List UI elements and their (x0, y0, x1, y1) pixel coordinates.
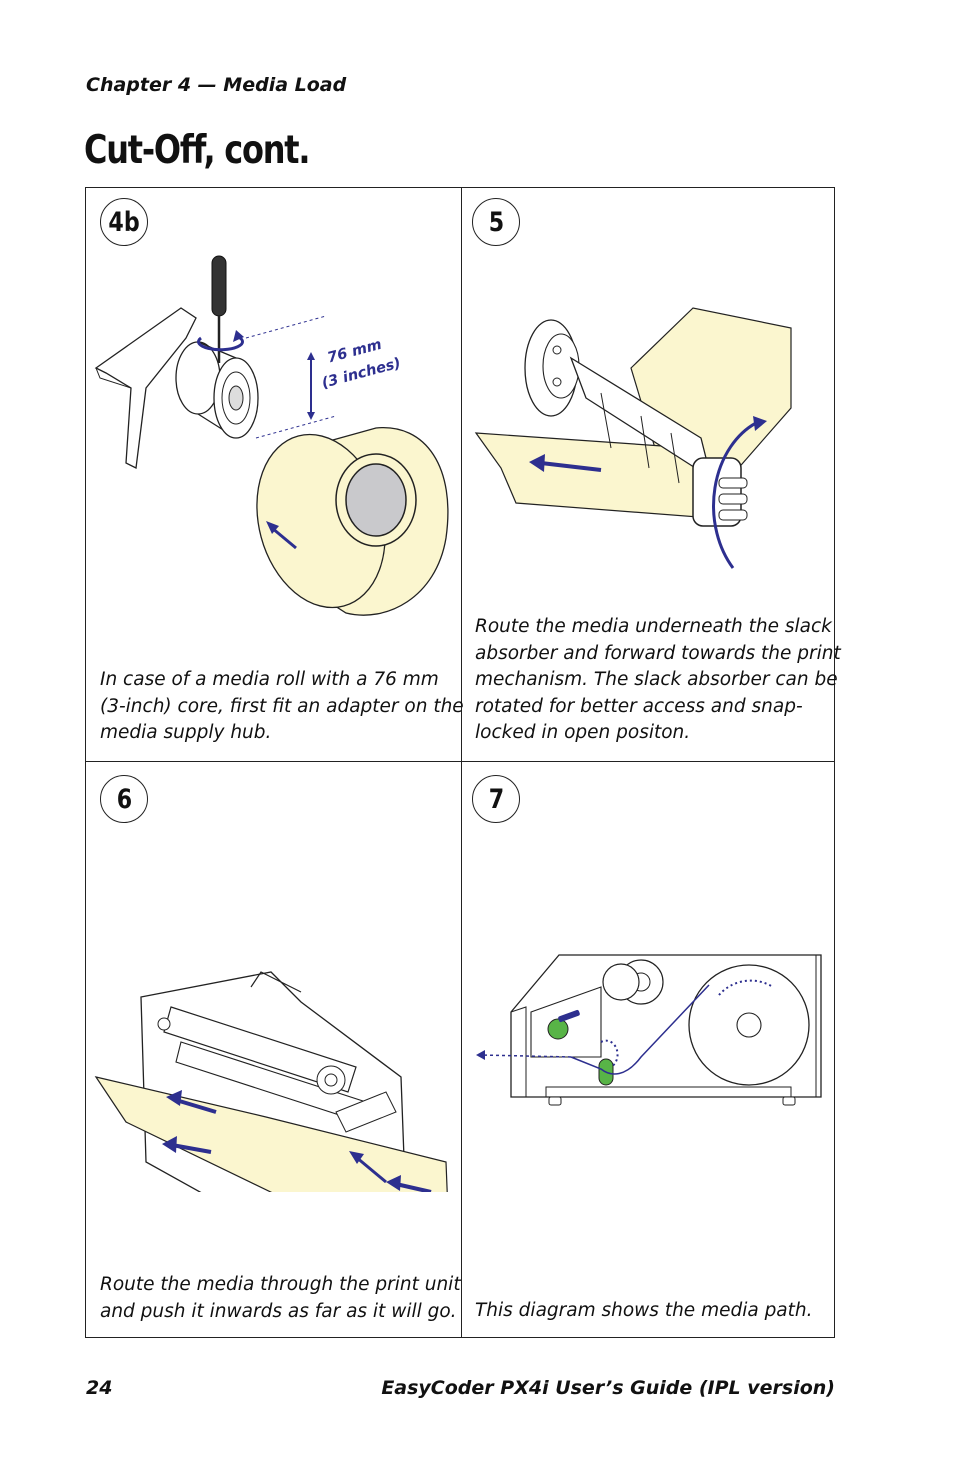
step-badge-4b: 4b (100, 198, 148, 246)
grid-divider-horizontal (86, 761, 834, 762)
panel-step-4b: 4b (86, 188, 464, 761)
panel-step-6: 6 Ro (86, 762, 461, 1339)
step-badge-6: 6 (100, 775, 148, 823)
media-path-diagram (476, 954, 822, 1106)
page-title: Cut-Off, cont. (84, 128, 310, 173)
page-number: 24 (86, 1377, 113, 1399)
grid-divider-vertical (461, 188, 462, 1337)
panel-step-7: 7 (461, 762, 835, 1339)
panel-step-5: 5 Route the media (461, 188, 841, 761)
media-hub-adapter-illustration (94, 255, 449, 616)
caption-step-4b: In case of a media roll with a 76 mm (3-… (100, 669, 464, 743)
lever-green-icon (547, 1018, 569, 1040)
step-badge-7: 7 (472, 775, 520, 823)
chapter-heading: Chapter 4 — Media Load (86, 74, 347, 96)
caption-step-6: Route the media through the print unit a… (100, 1274, 461, 1322)
step-badge-5: 5 (472, 198, 520, 246)
caption-step-5: Route the media underneath the slack abs… (475, 616, 841, 743)
screwdriver-handle (211, 255, 227, 317)
instruction-grid: 4b (85, 187, 841, 1339)
slack-absorber-illustration (474, 307, 792, 569)
guide-title: EasyCoder PX4i User’s Guide (IPL version… (381, 1377, 835, 1399)
print-unit-illustration (94, 971, 448, 1192)
caption-step-7: This diagram shows the media path. (475, 1300, 813, 1321)
